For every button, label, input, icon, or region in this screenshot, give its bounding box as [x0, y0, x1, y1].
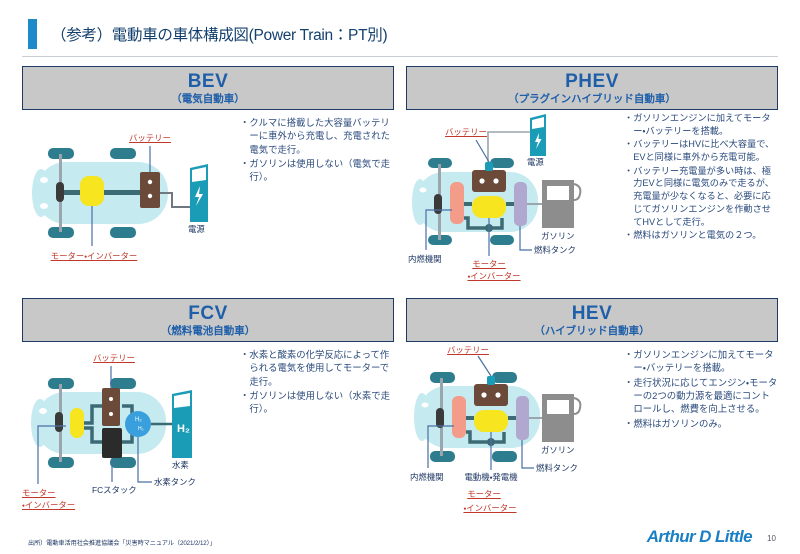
quadrant-abbr-phev: PHEV [565, 70, 619, 92]
bullets-bev: ・クルマに搭載した大容量バッテリーに車外から充電し、充電された電気で走行。 ・ガ… [234, 110, 394, 288]
label-battery-bev: バッテリー [129, 133, 171, 143]
label-motor-inverter-phev-line2: ・インバーター [467, 271, 521, 281]
bullet-dot: ・ [624, 417, 634, 429]
bullets-hev: ・ガソリンエンジンに加えてモーター・バッテリーを搭載。 ・走行状況に応じてエンジ… [618, 342, 778, 520]
label-fc-stack-fcv: FCスタック [92, 485, 137, 495]
label-engine-phev: 内燃機関 [408, 254, 442, 264]
bullet-item: ・バッテリー充電量が多い時は、極力EVと同様に電気のみで走るが、充電量が少なくな… [624, 165, 778, 228]
label-fuel-tank-phev: 燃料タンク [534, 245, 576, 255]
quadrant-jp-phev: （プラグインハイブリッド自動車） [508, 92, 676, 105]
bullet-item: ・水素と酸素の化学反応によって作られる電気を使用してモーターで走行。 [240, 348, 394, 388]
bullet-item: ・ガソリンは使用しない（水素で走行）。 [240, 389, 394, 416]
bullet-dot: ・ [240, 158, 250, 170]
company-logo: Arthur D Little [646, 527, 753, 546]
label-motor-generator-hev: 電動機・発電機 [464, 472, 518, 482]
source-note: 出所）電動車活用社会推進協議会「災害時マニュアル（2021/2/12）」 [28, 540, 216, 547]
quadrant-abbr-bev: BEV [187, 70, 229, 92]
bullet-dot: ・ [624, 165, 634, 176]
diagram-hev: バッテリー ガソリン 内燃機関 電動機・発電機 燃料タンク モーター ・インバー… [406, 342, 618, 520]
quadrant-hev: HEV （ハイブリッド自動車） [406, 298, 778, 520]
quadrant-header-bev: BEV （電気自動車） [22, 66, 394, 110]
quadrant-jp-bev: （電気自動車） [171, 92, 245, 105]
title-divider [22, 56, 778, 57]
bev-vehicle-svg [32, 146, 208, 246]
bullet-item: ・燃料はガソリンのみ。 [624, 417, 778, 430]
diagram-fcv: H₂ H₂ H₂ バッテリー [22, 342, 234, 520]
label-motor-inverter-phev-line1: モーター [472, 259, 506, 269]
label-motor-inverter-hev-line2: ・インバーター [463, 503, 517, 513]
bullet-text: バッテリー充電量が多い時は、極力EVと同様に電気のみで走るが、充電量が少なくなる… [633, 165, 774, 227]
phev-vehicle-svg [412, 114, 582, 256]
bullet-text: ガソリンエンジンに加えてモーター・バッテリーを搭載。 [633, 113, 771, 136]
bullet-item: ・走行状況に応じてエンジン・モーターの2つの動力源を最適にコントロールし、燃費を… [624, 376, 778, 416]
bullet-dot: ・ [240, 390, 250, 402]
quadrant-abbr-hev: HEV [571, 302, 613, 324]
bullet-item: ・燃料はガソリンと電気の２つ。 [624, 229, 778, 242]
bullet-text: クルマに搭載した大容量バッテリーに車外から充電し、充電された電気で走行。 [249, 117, 391, 155]
title-accent-bar [28, 19, 37, 49]
bullet-text: ガソリンは使用しない（水素で走行）。 [249, 390, 391, 415]
diagram-bev: バッテリー モーター・インバーター 電源 [22, 110, 234, 288]
svg-text:H₂: H₂ [135, 417, 142, 423]
quadrant-header-hev: HEV （ハイブリッド自動車） [406, 298, 778, 342]
svg-text:H₂: H₂ [177, 423, 190, 435]
bullet-dot: ・ [624, 376, 634, 388]
quadrant-header-fcv: FCV （燃料電池自動車） [22, 298, 394, 342]
quadrant-jp-fcv: （燃料電池自動車） [160, 324, 256, 337]
bullets-fcv: ・水素と酸素の化学反応によって作られる電気を使用してモーターで走行。 ・ガソリン… [234, 342, 394, 520]
bullet-item: ・バッテリーはHVに比べ大容量で、EVと同様に車外から充電可能。 [624, 138, 778, 163]
bullet-text: ガソリンエンジンに加えてモーター・バッテリーを搭載。 [633, 349, 774, 374]
bullet-item: ・ガソリンエンジンに加えてモーター・バッテリーを搭載。 [624, 348, 778, 375]
label-motor-inverter-fcv-line2: ・インバーター [22, 500, 76, 510]
bullet-text: 燃料はガソリンと電気の２つ。 [633, 230, 762, 241]
quadrant-abbr-fcv: FCV [188, 302, 228, 324]
quadrant-fcv: FCV （燃料電池自動車） [22, 298, 394, 520]
quadrant-phev: PHEV （プラグインハイブリッド自動車） [406, 66, 778, 288]
label-engine-hev: 内燃機関 [410, 472, 444, 482]
bullet-text: バッテリーはHVに比べ大容量で、EVと同様に車外から充電可能。 [633, 139, 775, 163]
bullet-text: ガソリンは使用しない（電気で走行）。 [249, 158, 391, 183]
quadrant-bev: BEV （電気自動車） [22, 66, 394, 288]
quadrant-body-phev: バッテリー 電源 ガソリン 内燃機関 燃料タンク モーター ・インバーター ・ガ… [406, 110, 778, 288]
bullet-item: ・クルマに搭載した大容量バッテリーに車外から充電し、充電された電気で走行。 [240, 116, 394, 156]
bullet-dot: ・ [624, 349, 634, 360]
label-hydrogen-tank-fcv: 水素タンク [154, 477, 196, 487]
quadrant-body-bev: バッテリー モーター・インバーター 電源 ・クルマに搭載した大容量バッテリーに車… [22, 110, 394, 288]
quadrant-grid: BEV （電気自動車） [22, 66, 778, 516]
svg-text:H₂: H₂ [138, 426, 144, 432]
bullet-dot: ・ [624, 230, 634, 241]
label-power-source-bev: 電源 [188, 224, 205, 234]
fcv-vehicle-svg: H₂ H₂ H₂ [31, 366, 192, 484]
label-gasoline-hev: ガソリン [541, 445, 575, 455]
label-fuel-tank-hev: 燃料タンク [536, 463, 578, 473]
bullet-dot: ・ [624, 139, 634, 150]
bullet-dot: ・ [240, 349, 250, 360]
bullet-item: ・ガソリンは使用しない（電気で走行）。 [240, 157, 394, 184]
page-number: 10 [767, 534, 776, 543]
quadrant-body-hev: バッテリー ガソリン 内燃機関 電動機・発電機 燃料タンク モーター ・インバー… [406, 342, 778, 520]
label-motor-inverter-fcv-line1: モーター [22, 488, 56, 498]
quadrant-body-fcv: H₂ H₂ H₂ バッテリー [22, 342, 394, 520]
label-gasoline-phev: ガソリン [541, 231, 575, 241]
quadrant-jp-hev: （ハイブリッド自動車） [534, 324, 650, 337]
label-battery-hev: バッテリー [447, 345, 489, 355]
label-battery-phev: バッテリー [445, 127, 487, 137]
label-motor-inverter-bev: モーター・インバーター [50, 251, 138, 261]
bullet-text: 燃料はガソリンのみ。 [633, 417, 728, 429]
diagram-phev: バッテリー 電源 ガソリン 内燃機関 燃料タンク モーター ・インバーター [406, 110, 618, 288]
bullet-dot: ・ [240, 117, 250, 128]
page-title: （参考）電動車の車体構成図(Power Train：PT別) [0, 16, 800, 52]
hev-vehicle-svg [414, 355, 582, 470]
label-battery-fcv: バッテリー [93, 353, 135, 363]
bullets-phev: ・ガソリンエンジンに加えてモーター・バッテリーを搭載。 ・バッテリーはHVに比べ… [618, 110, 778, 288]
bullet-dot: ・ [624, 113, 634, 123]
label-power-source-phev: 電源 [527, 157, 544, 167]
bullet-item: ・ガソリンエンジンに加えてモーター・バッテリーを搭載。 [624, 112, 778, 137]
quadrant-header-phev: PHEV （プラグインハイブリッド自動車） [406, 66, 778, 110]
label-motor-inverter-hev-line1: モーター [467, 489, 501, 499]
label-hydrogen-station-fcv: 水素 [172, 460, 189, 470]
bullet-text: 走行状況に応じてエンジン・モーターの2つの動力源を最適にコントロールし、燃費を向… [633, 376, 778, 415]
title-text: （参考）電動車の車体構成図(Power Train：PT別) [51, 27, 388, 44]
bullet-text: 水素と酸素の化学反応によって作られる電気を使用してモーターで走行。 [249, 349, 390, 387]
